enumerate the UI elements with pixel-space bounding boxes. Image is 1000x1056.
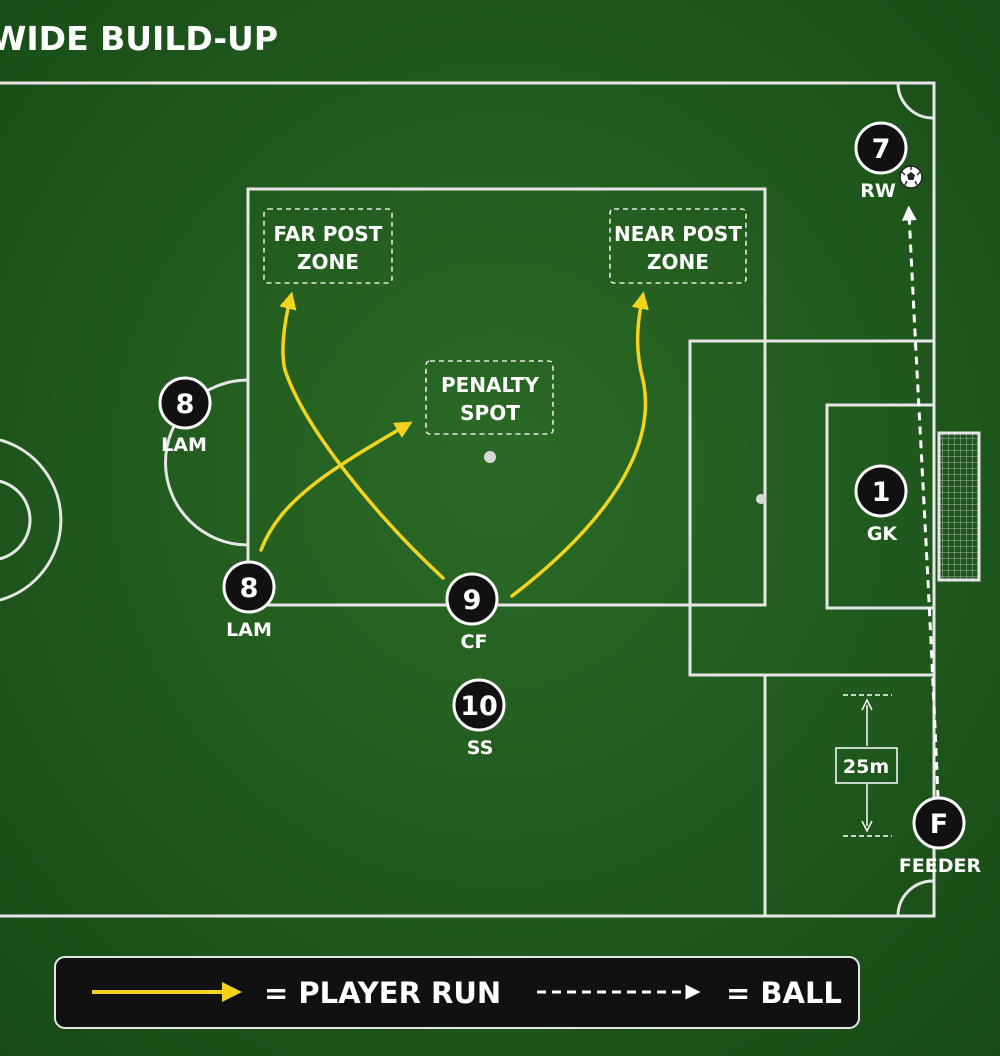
player-rw-role: RW	[860, 180, 896, 202]
goal-area	[825, 403, 936, 610]
player-gk-number: 1	[872, 477, 891, 508]
run-lam-to-penalty-spot	[259, 421, 413, 552]
near-post-line-2: ZONE	[647, 250, 709, 274]
player-cf-role: CF	[461, 631, 488, 653]
wide-zone-box	[246, 187, 767, 607]
corner-arc-bottom	[896, 879, 934, 917]
zone-near-post: NEAR POST ZONE	[609, 208, 747, 284]
center-circle-arc	[0, 438, 63, 602]
player-lam-bottom-role: LAM	[226, 619, 272, 641]
legend-ball-label: = BALL	[726, 976, 842, 1010]
player-rw-number: 7	[872, 134, 891, 165]
player-ss[interactable]: 10 SS	[452, 678, 506, 759]
distance-label: 25m	[843, 756, 889, 778]
far-post-line-1: FAR POST	[274, 222, 383, 246]
legend-player-run-label: = PLAYER RUN	[264, 976, 501, 1010]
player-lam-top-role: LAM	[161, 434, 207, 456]
penalty-spot-dot	[484, 451, 496, 463]
penalty-spot-line-2: SPOT	[460, 401, 520, 425]
run-cf-to-near-post	[510, 291, 649, 598]
distance-marker: 25m	[835, 694, 898, 837]
run-cf-to-far-post	[279, 291, 445, 580]
player-ss-role: SS	[467, 737, 494, 759]
player-lam-top-number: 8	[176, 389, 195, 420]
zone-penalty-spot: PENALTY SPOT	[425, 360, 554, 435]
penalty-spot-line-1: PENALTY	[441, 373, 540, 397]
player-lam-bottom-number: 8	[240, 573, 259, 604]
legend: = PLAYER RUN = BALL	[54, 956, 860, 1029]
box-arc	[164, 378, 249, 547]
player-runs	[259, 291, 649, 598]
goal-spot-dot	[756, 494, 766, 504]
center-circle	[0, 479, 32, 561]
ball-path	[901, 205, 940, 799]
player-gk-role: GK	[867, 523, 899, 545]
player-cf[interactable]: 9 CF	[445, 572, 499, 653]
player-feeder-role: FEEDER	[899, 855, 982, 877]
player-gk[interactable]: 1 GK	[854, 464, 908, 545]
player-feeder[interactable]: F FEEDER	[899, 796, 982, 877]
player-ss-number: 10	[460, 691, 498, 722]
far-post-line-2: ZONE	[297, 250, 359, 274]
player-cf-number: 9	[463, 585, 482, 616]
near-post-line-1: NEAR POST	[614, 222, 742, 246]
player-lam-top[interactable]: 8 LAM	[158, 376, 212, 456]
player-rw[interactable]: 7 RW	[854, 121, 908, 202]
corner-arc-top	[896, 82, 934, 120]
player-lam-bottom[interactable]: 8 LAM	[222, 560, 276, 641]
pitch-markings	[0, 81, 936, 918]
player-feeder-number: F	[930, 809, 948, 840]
diagram-title: WIDE BUILD-UP	[0, 19, 278, 58]
zone-far-post: FAR POST ZONE	[263, 208, 393, 284]
goal	[937, 431, 981, 582]
ball-icon	[899, 165, 923, 189]
